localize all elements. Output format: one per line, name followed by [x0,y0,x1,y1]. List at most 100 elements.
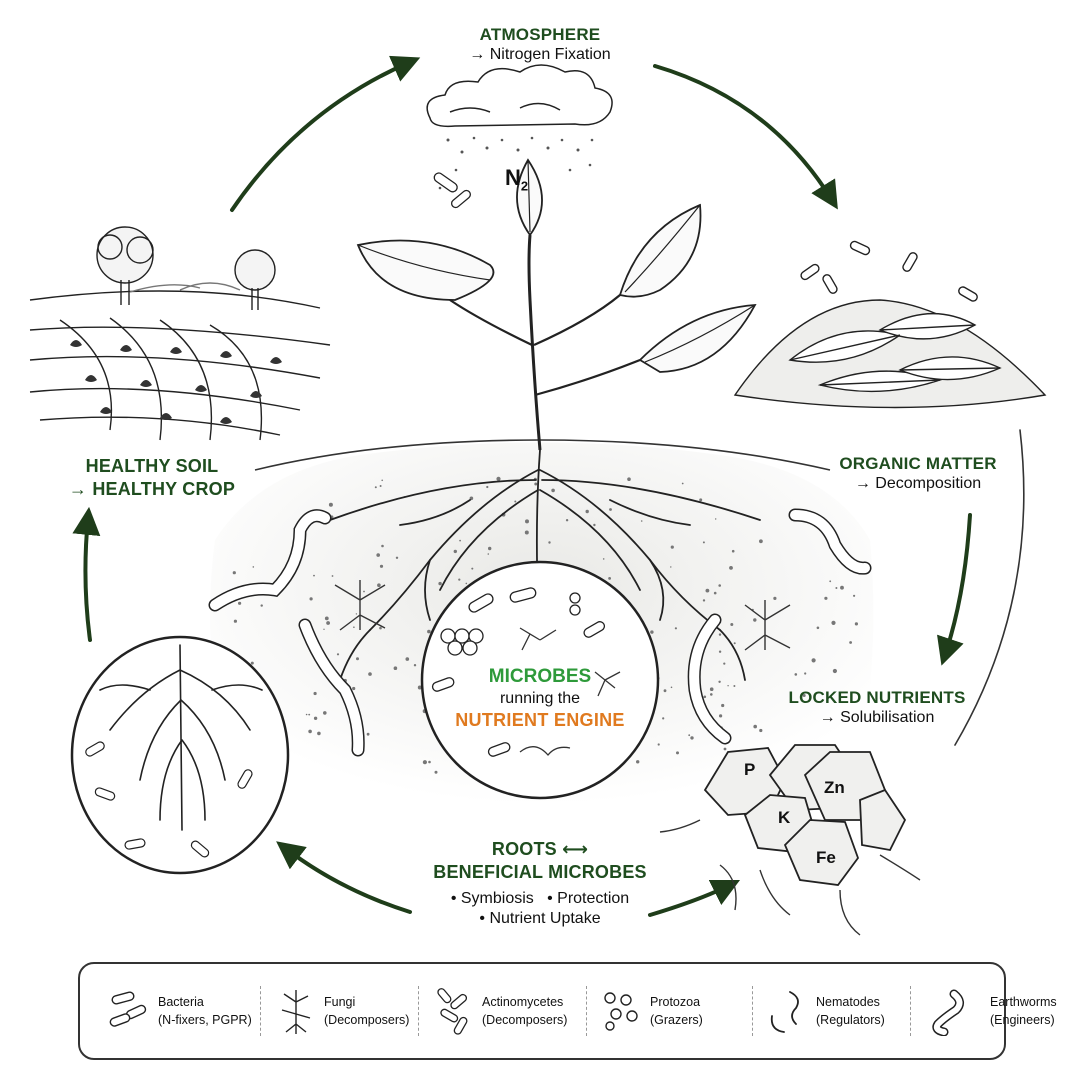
soil-speck [670,686,673,689]
soil-speck [469,496,474,501]
mineral-zn: Zn [824,778,845,797]
soil-speck [488,546,492,551]
soil-speck [835,587,838,589]
soil-speck [496,476,501,481]
soil-speck [802,694,806,697]
organism-legend: Bacteria(N-fixers, PGPR) Fungi(Decompose… [78,962,1057,1060]
soil-speck [363,590,365,593]
soil-speck [627,477,631,482]
healthy-line2: → HEALTHY CROP [68,478,236,499]
legend-item-protozoa: Protozoa(Grazers) [594,964,724,1058]
soil-speck [705,588,710,593]
soil-speck [816,626,820,630]
soil-speck [829,580,832,583]
soil-speck [427,629,431,634]
roots-title-line2: BENEFICIAL MICROBES [433,861,647,882]
healthy-line1: HEALTHY SOIL [85,456,219,476]
soil-speck [670,545,674,549]
soil-speck [317,731,321,736]
soil-speck [534,482,538,486]
soil-speck [374,486,377,489]
farm-field-illustration [29,226,331,441]
center-nutrient-engine: NUTRIENT ENGINE [455,709,625,730]
soil-speck [840,585,844,590]
soil-speck [459,539,461,542]
soil-speck [759,539,763,544]
soil-speck [723,662,726,665]
soil-speck [486,485,489,489]
bacteria-icon [109,991,147,1027]
soil-speck [352,686,356,691]
nematode-icon [770,991,799,1033]
soil-speck [428,760,431,764]
soil-speck [715,518,717,520]
soil-speck [565,519,569,522]
soil-speck [831,620,836,626]
soil-speck [718,680,721,683]
nitrogen-gas-label: N2 [505,165,528,193]
fungi-icon [281,990,311,1034]
soil-speck [233,619,237,623]
locked-mineral-cluster [659,744,921,936]
soil-speck [719,714,723,718]
soil-speck [713,591,717,595]
soil-speck [355,613,358,615]
soil-speck [308,729,312,734]
organic-title: ORGANIC MATTER [839,454,997,473]
mineral-p: P [744,760,756,779]
roots-microbes-label: ROOTS ⟷ BENEFICIAL MICROBES • Symbiosis … [405,838,675,929]
soil-speck [733,685,736,687]
soil-speck [551,488,555,493]
soil-speck [854,622,859,626]
root-inset-circle [70,635,290,875]
soil-speck [393,666,398,670]
cycle-guide-line [954,429,1025,746]
soil-speck [413,664,417,667]
soil-speck [824,596,828,600]
soil-speck [773,596,777,601]
soil-speck [709,687,714,691]
soil-speck [593,523,596,527]
soil-speck [608,577,611,580]
soil-speck [759,728,763,733]
soil-fungi [334,580,791,651]
legend-nematodes-name: Nematodes [816,995,880,1009]
legend-earthworms-desc: (Engineers) [990,1012,1055,1027]
legend-divider [260,986,261,1036]
nitrogen-symbol: N [505,165,521,190]
soil-speck [640,520,643,522]
soil-speck [670,566,672,568]
soil-speck [676,751,679,755]
soil-speck [525,519,529,524]
soil-speck [368,672,372,676]
soil-speck [323,711,327,715]
soil-speck [703,695,707,699]
atmosphere-subtitle: → Nitrogen Fixation [469,46,611,64]
soil-speck [377,583,381,587]
locked-nutrients-label: LOCKED NUTRIENTS → Solubilisation [772,687,982,728]
soil-speck [609,508,612,511]
soil-speck [674,627,678,630]
soil-speck [458,578,461,581]
cycle-arrows [72,55,1025,917]
soil-speck [308,713,311,716]
soil-speck [662,717,665,720]
soil-speck [395,556,399,559]
soil-speck [731,549,735,553]
soil-speck [453,549,457,554]
soil-speck [657,743,660,746]
soil-speck [356,657,359,661]
soil-speck [379,626,382,630]
soil-speck [309,597,313,601]
legend-nematodes-desc: (Regulators) [816,1012,885,1027]
soil-speck [710,693,713,696]
legend-fungi-desc: (Decomposers) [324,1012,410,1027]
protozoa-icon [604,992,638,1031]
center-label: MICROBES running the NUTRIENT ENGINE [425,665,655,731]
soil-speck [811,658,816,663]
soil-speck [849,641,852,644]
soil-speck [699,498,703,502]
legend-protozoa-name: Protozoa [650,995,701,1009]
